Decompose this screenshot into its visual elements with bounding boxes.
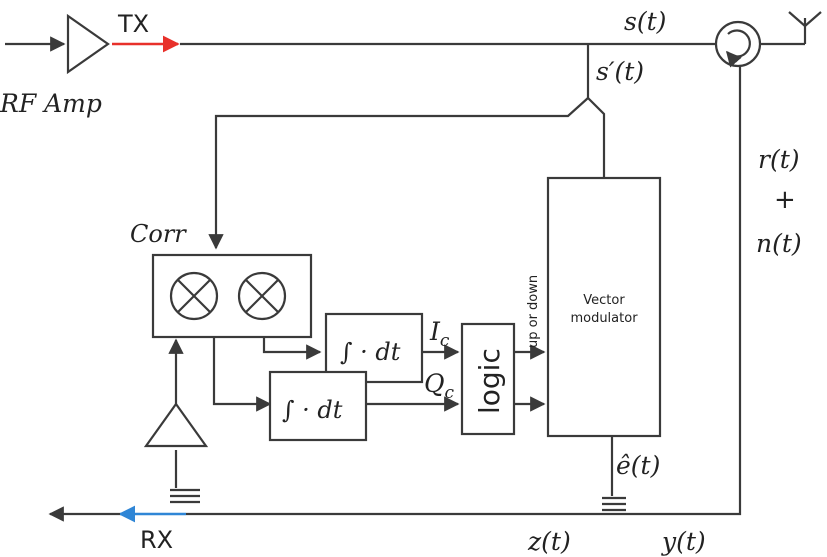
- multiplier-icon: [169, 271, 219, 321]
- integrator-bottom-label: ∫ · dt: [282, 396, 343, 424]
- rf-amp-label: RF Amp: [0, 89, 102, 118]
- vector-modulator-label-line1: Vector: [583, 293, 625, 308]
- amplifier-icon: [66, 13, 110, 75]
- n-t-label: n(t): [756, 229, 802, 258]
- rx-amplifier: [143, 338, 209, 488]
- tx-label: TX: [117, 10, 149, 38]
- r-t-label: r(t): [758, 145, 800, 174]
- rx-path: [48, 66, 742, 523]
- z-t-label: z(t): [527, 527, 571, 556]
- reference-tap: [208, 44, 606, 250]
- integrator-top: [324, 312, 424, 384]
- multiplier-icon: [237, 271, 287, 321]
- s-prime-t-label: s′(t): [596, 57, 644, 86]
- s-t-label: s(t): [624, 7, 666, 36]
- ic-label: Ic: [429, 317, 450, 351]
- logic-block: [460, 322, 516, 436]
- integrator-bottom: [268, 370, 368, 442]
- vector-modulator-label-line2: modulator: [570, 311, 638, 326]
- plus-label: +: [774, 185, 796, 215]
- vector-modulator: [546, 176, 662, 438]
- rx-label: RX: [140, 526, 173, 554]
- correlator-block: [151, 253, 313, 339]
- circulator-icon: [714, 20, 762, 68]
- corr-label: Corr: [130, 220, 187, 248]
- qc-label: Qc: [424, 369, 455, 403]
- amplifier-icon: [143, 402, 209, 448]
- e-hat-label: ê(t): [616, 451, 660, 480]
- antenna-icon: [760, 11, 822, 46]
- y-t-label: y(t): [661, 527, 706, 556]
- logic-label: logic: [473, 348, 506, 414]
- up-down-label: up or down: [526, 275, 541, 348]
- ground-icon: [170, 488, 626, 512]
- tx-path: [5, 13, 716, 75]
- integrator-top-label: ∫ · dt: [340, 338, 401, 366]
